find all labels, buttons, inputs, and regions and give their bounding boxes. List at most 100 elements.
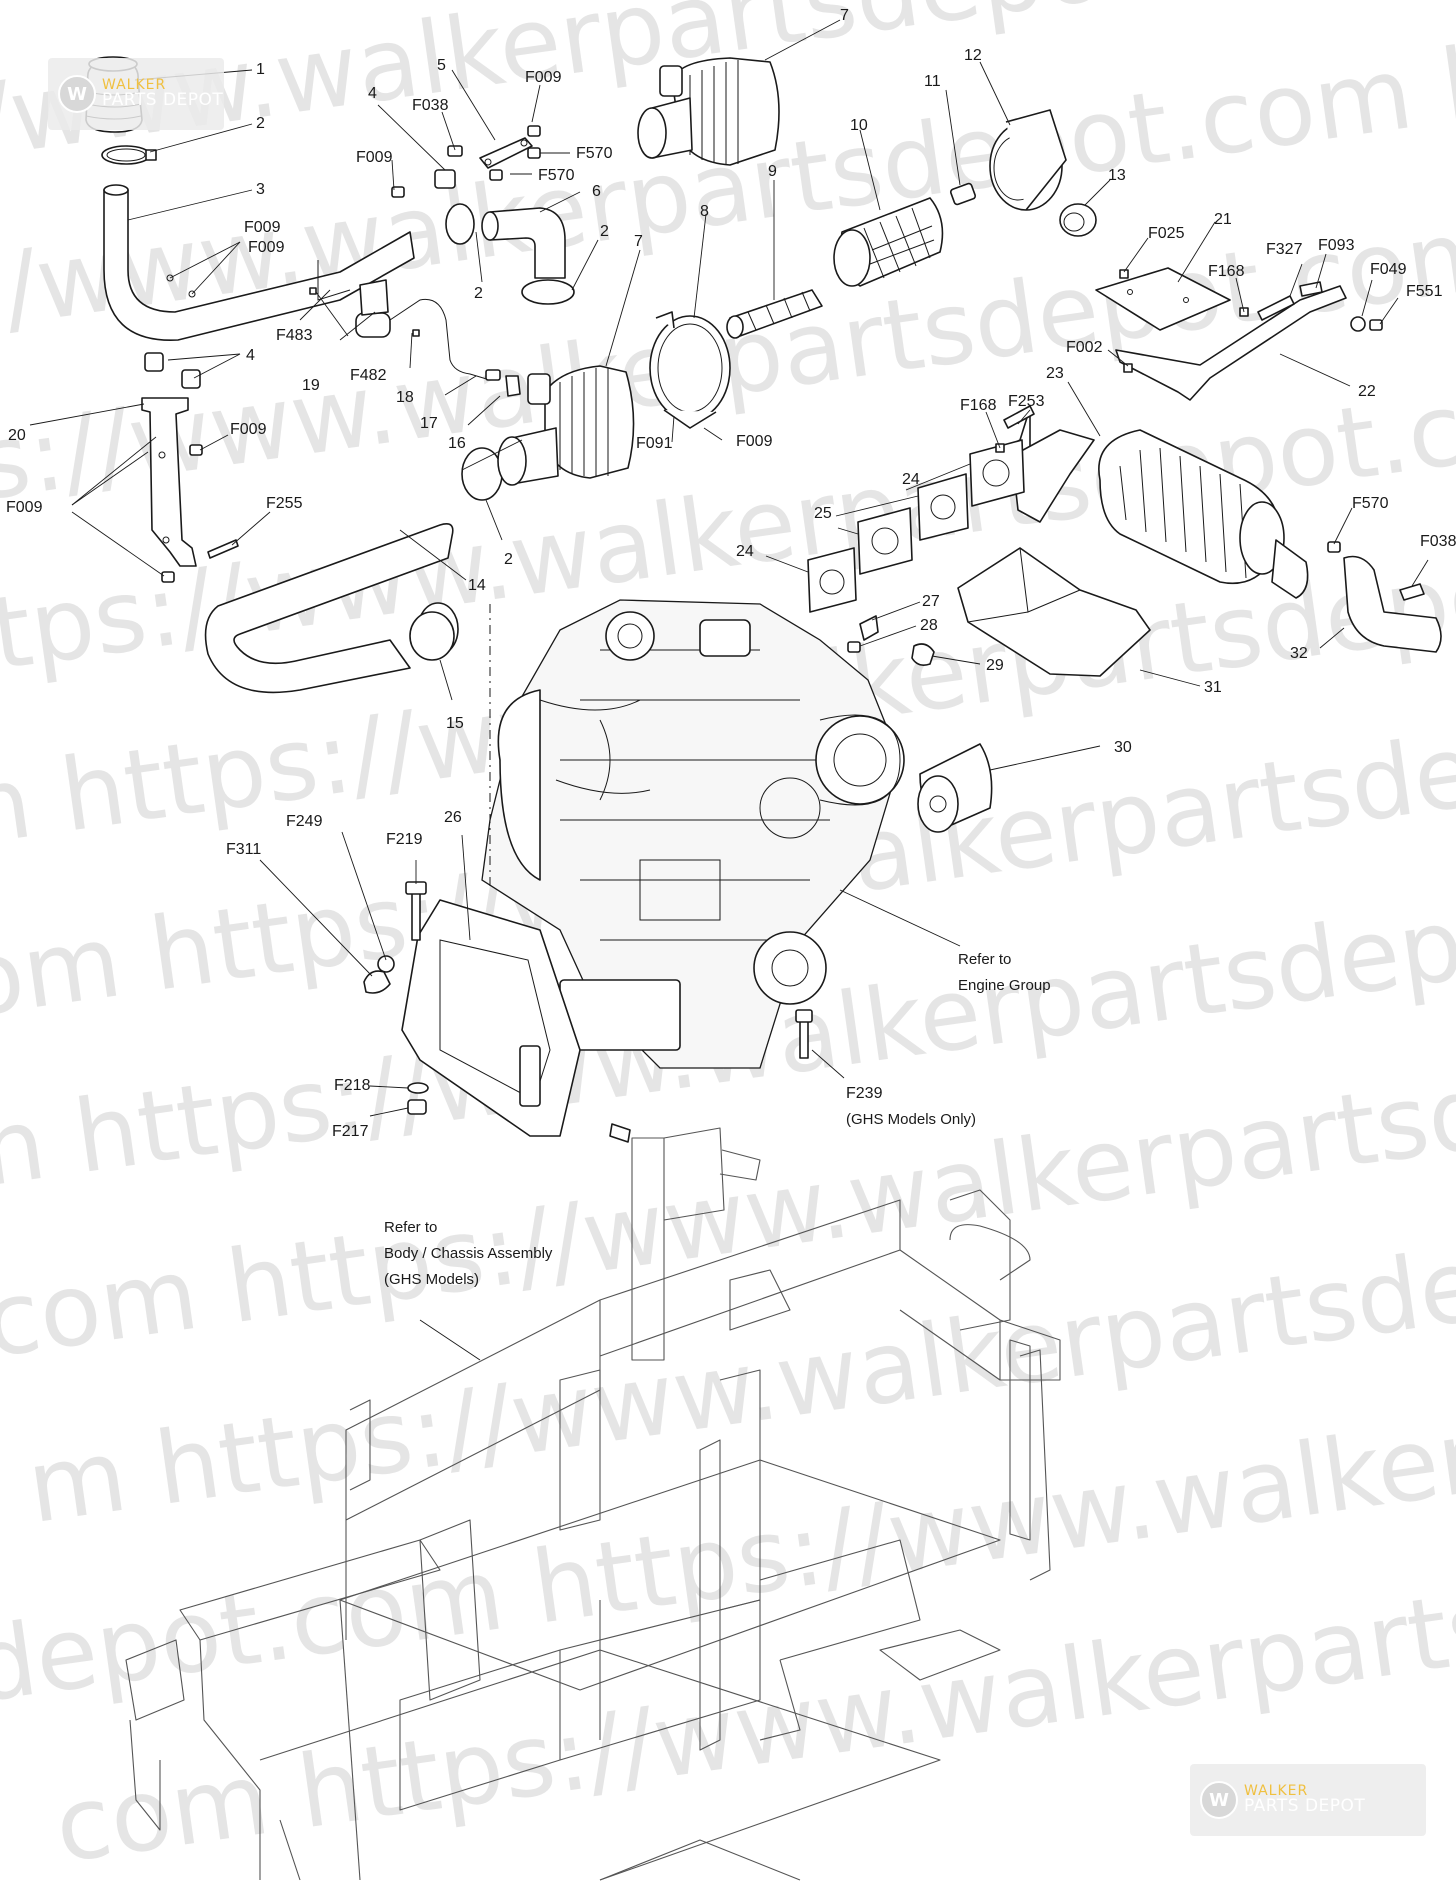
callout-f327: F327	[1266, 241, 1303, 258]
callout-2: 2	[256, 115, 265, 132]
part-safety-filter	[726, 289, 823, 339]
part-exhaust-shield	[957, 547, 1151, 677]
part-vacuator-valve	[949, 182, 977, 206]
callout-2: 2	[600, 223, 609, 240]
callout-9: 9	[768, 163, 777, 180]
callout-f570: F570	[576, 145, 613, 162]
callout-24: 24	[902, 471, 920, 488]
callout-f038: F038	[1420, 533, 1456, 550]
part-intake-hose	[204, 523, 454, 694]
callout-14: 14	[468, 577, 486, 594]
callout-20: 20	[8, 427, 26, 444]
hardware-bolt	[1399, 583, 1425, 601]
engine-assembly	[481, 599, 905, 1069]
callout-f218: F218	[334, 1077, 371, 1094]
callout-28: 28	[920, 617, 938, 634]
part-primary-filter	[833, 197, 944, 287]
callout-f570: F570	[538, 167, 575, 184]
callout-22: 22	[1358, 383, 1376, 400]
note-engine-group-line2: Engine Group	[958, 977, 1051, 994]
part-oil-pressure-switch	[911, 643, 935, 666]
chassis-frame	[125, 1127, 1061, 1881]
callout-f009: F009	[356, 149, 393, 166]
callout-15: 15	[446, 715, 464, 732]
callout-1: 1	[256, 61, 265, 78]
callout-6: 6	[592, 183, 601, 200]
callout-f009: F009	[525, 69, 562, 86]
part-bracket	[479, 137, 533, 169]
hardware-bolt	[1257, 295, 1295, 321]
callout-f551: F551	[1406, 283, 1443, 300]
hardware-nut	[1369, 319, 1383, 331]
callout-f483: F483	[276, 327, 313, 344]
callout-f219: F219	[386, 831, 423, 848]
part-elbow-hose	[481, 207, 566, 279]
callout-f249: F249	[286, 813, 323, 830]
part-restriction-switch	[355, 279, 391, 338]
callout-f255: F255	[266, 495, 303, 512]
part-muffler	[1005, 407, 1309, 599]
hardware-fastener	[1119, 269, 1129, 279]
part-tail-pipe	[1343, 555, 1442, 653]
walker-logo-bottom: W WALKER PARTS DEPOT	[1190, 1764, 1426, 1836]
callout-f093: F093	[1318, 237, 1355, 254]
hardware-nut	[189, 444, 203, 456]
hardware-washer	[1350, 316, 1366, 332]
callout-26: 26	[444, 809, 462, 826]
callout-17: 17	[420, 415, 438, 432]
callout-23: 23	[1046, 365, 1064, 382]
callout-f217: F217	[332, 1123, 369, 1140]
callout-f009: F009	[6, 499, 43, 516]
hardware-fastener	[1123, 363, 1133, 373]
part-vacuum-hose	[389, 298, 521, 397]
part-cleaner-cover	[989, 109, 1067, 211]
callout-f038: F038	[412, 97, 449, 114]
part-air-cleaner-lower	[497, 365, 635, 486]
callout-31: 31	[1204, 679, 1222, 696]
part-support-bracket	[141, 397, 197, 567]
callout-2: 2	[474, 285, 483, 302]
part-rubber-mount	[144, 169, 456, 389]
callout-16: 16	[448, 435, 466, 452]
part-engine-mount-bracket	[401, 899, 581, 1137]
hardware-fasteners	[363, 881, 813, 1143]
note-chassis-line3: (GHS Models)	[384, 1271, 479, 1288]
callout-labels: 1 2 3 F009 4 F009 5 F038 F009 F570 F570 …	[6, 7, 1456, 1140]
callout-f091: F091	[636, 435, 673, 452]
callout-21: 21	[1214, 211, 1232, 228]
callout-24: 24	[736, 543, 754, 560]
part-heat-shield-plate	[1095, 267, 1231, 331]
hardware-fasteners	[309, 125, 541, 337]
callout-3: 3	[256, 181, 265, 198]
callout-f009: F009	[248, 239, 285, 256]
callout-12: 12	[964, 47, 982, 64]
part-hose-clamp	[101, 145, 157, 165]
walker-logo-top: W WALKER PARTS DEPOT	[48, 58, 224, 130]
logo-line1: WALKER	[1244, 1782, 1309, 1799]
callout-13: 13	[1108, 167, 1126, 184]
callout-f239: F239	[846, 1085, 883, 1102]
walker-w-icon: W	[1200, 1781, 1238, 1819]
callout-4: 4	[368, 85, 377, 102]
callout-7: 7	[840, 7, 849, 24]
part-hose-clamp	[409, 611, 455, 661]
part-temp-sender	[859, 615, 879, 641]
callout-f009: F009	[230, 421, 267, 438]
hardware-nut	[1327, 541, 1341, 553]
callout-5: 5	[437, 57, 446, 74]
callout-29: 29	[986, 657, 1004, 674]
callout-4: 4	[246, 347, 255, 364]
callout-7: 7	[634, 233, 643, 250]
logo-line2: PARTS DEPOT	[102, 90, 224, 111]
hardware-bolt	[207, 539, 239, 559]
callout-11: 11	[924, 73, 941, 90]
callout-f025: F025	[1148, 225, 1185, 242]
callout-25: 25	[814, 505, 832, 522]
callout-f570: F570	[1352, 495, 1389, 512]
callout-8: 8	[700, 203, 709, 220]
callout-f009: F009	[244, 219, 281, 236]
hardware-bolt	[1003, 405, 1035, 429]
callout-f168: F168	[960, 397, 997, 414]
note-chassis-line1: Refer to	[384, 1219, 437, 1236]
